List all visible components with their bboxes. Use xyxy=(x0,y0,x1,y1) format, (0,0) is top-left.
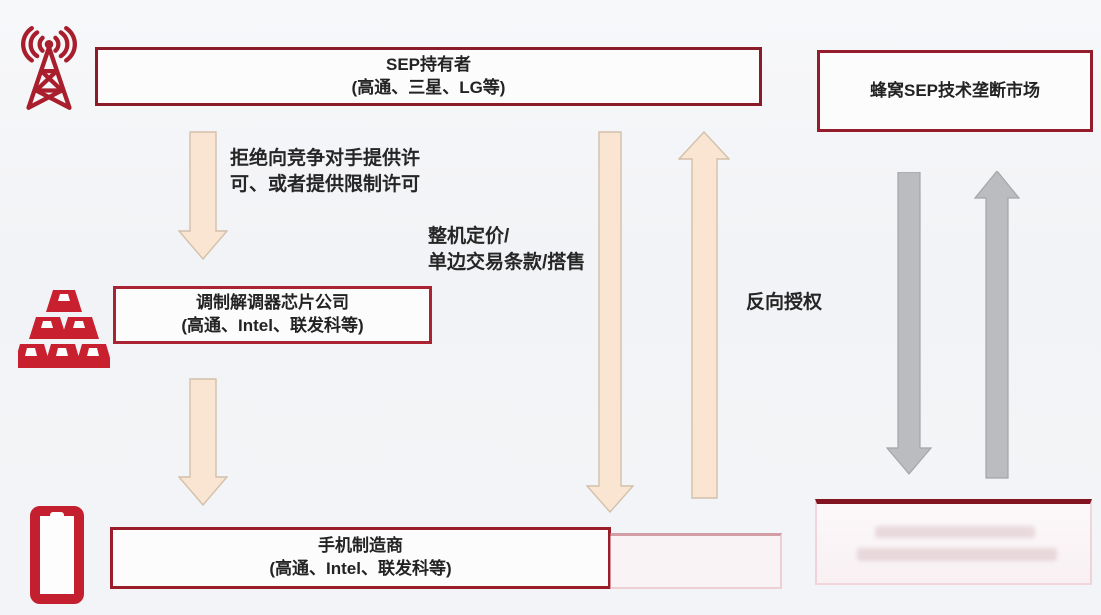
sep-to-phone-arrow xyxy=(586,131,634,513)
phone-maker-subtitle: (高通、Intel、联发科等) xyxy=(269,559,452,578)
radio-tower-icon xyxy=(21,26,77,110)
whole-device-pricing-label: 整机定价/ 单边交易条款/搭售 xyxy=(428,226,586,273)
modem-to-phone-arrow xyxy=(178,378,228,506)
phone-maker-box-faded-extension xyxy=(610,533,782,589)
phone-maker-box: 手机制造商 (高通、Intel、联发科等) xyxy=(110,527,611,589)
phone-icon xyxy=(30,506,84,604)
phone-to-sep-arrow xyxy=(678,131,730,499)
modem-chip-title: 调制解调器芯片公司 xyxy=(196,293,349,313)
sep-holder-title: SEP持有者 xyxy=(385,54,472,74)
sep-holder-subtitle: (高通、三星、LG等) xyxy=(351,77,506,97)
market-down-arrow xyxy=(886,172,932,475)
refuse-license-label: 拒绝向竞争对手提供许 可、或者提供限制许可 xyxy=(230,148,421,195)
ghost-text-line xyxy=(857,548,1057,561)
monopoly-market-title: 蜂窝SEP技术垄断市场 xyxy=(869,80,1041,100)
market-up-arrow xyxy=(974,171,1020,479)
modem-chip-subtitle: (高通、Intel、联发科等) xyxy=(181,316,364,335)
phone-maker-title: 手机制造商 xyxy=(318,536,403,556)
sep-holder-box: SEP持有者 (高通、三星、LG等) xyxy=(95,47,762,106)
monopoly-market-box: 蜂窝SEP技术垄断市场 xyxy=(817,50,1093,132)
chip-stack-icon xyxy=(18,290,110,368)
ghost-text-line xyxy=(875,526,1035,538)
sep-to-modem-arrow xyxy=(178,131,228,260)
reverse-license-label: 反向授权 xyxy=(746,292,823,313)
faded-bottom-right-box xyxy=(815,499,1092,585)
modem-chip-box: 调制解调器芯片公司 (高通、Intel、联发科等) xyxy=(113,286,432,344)
